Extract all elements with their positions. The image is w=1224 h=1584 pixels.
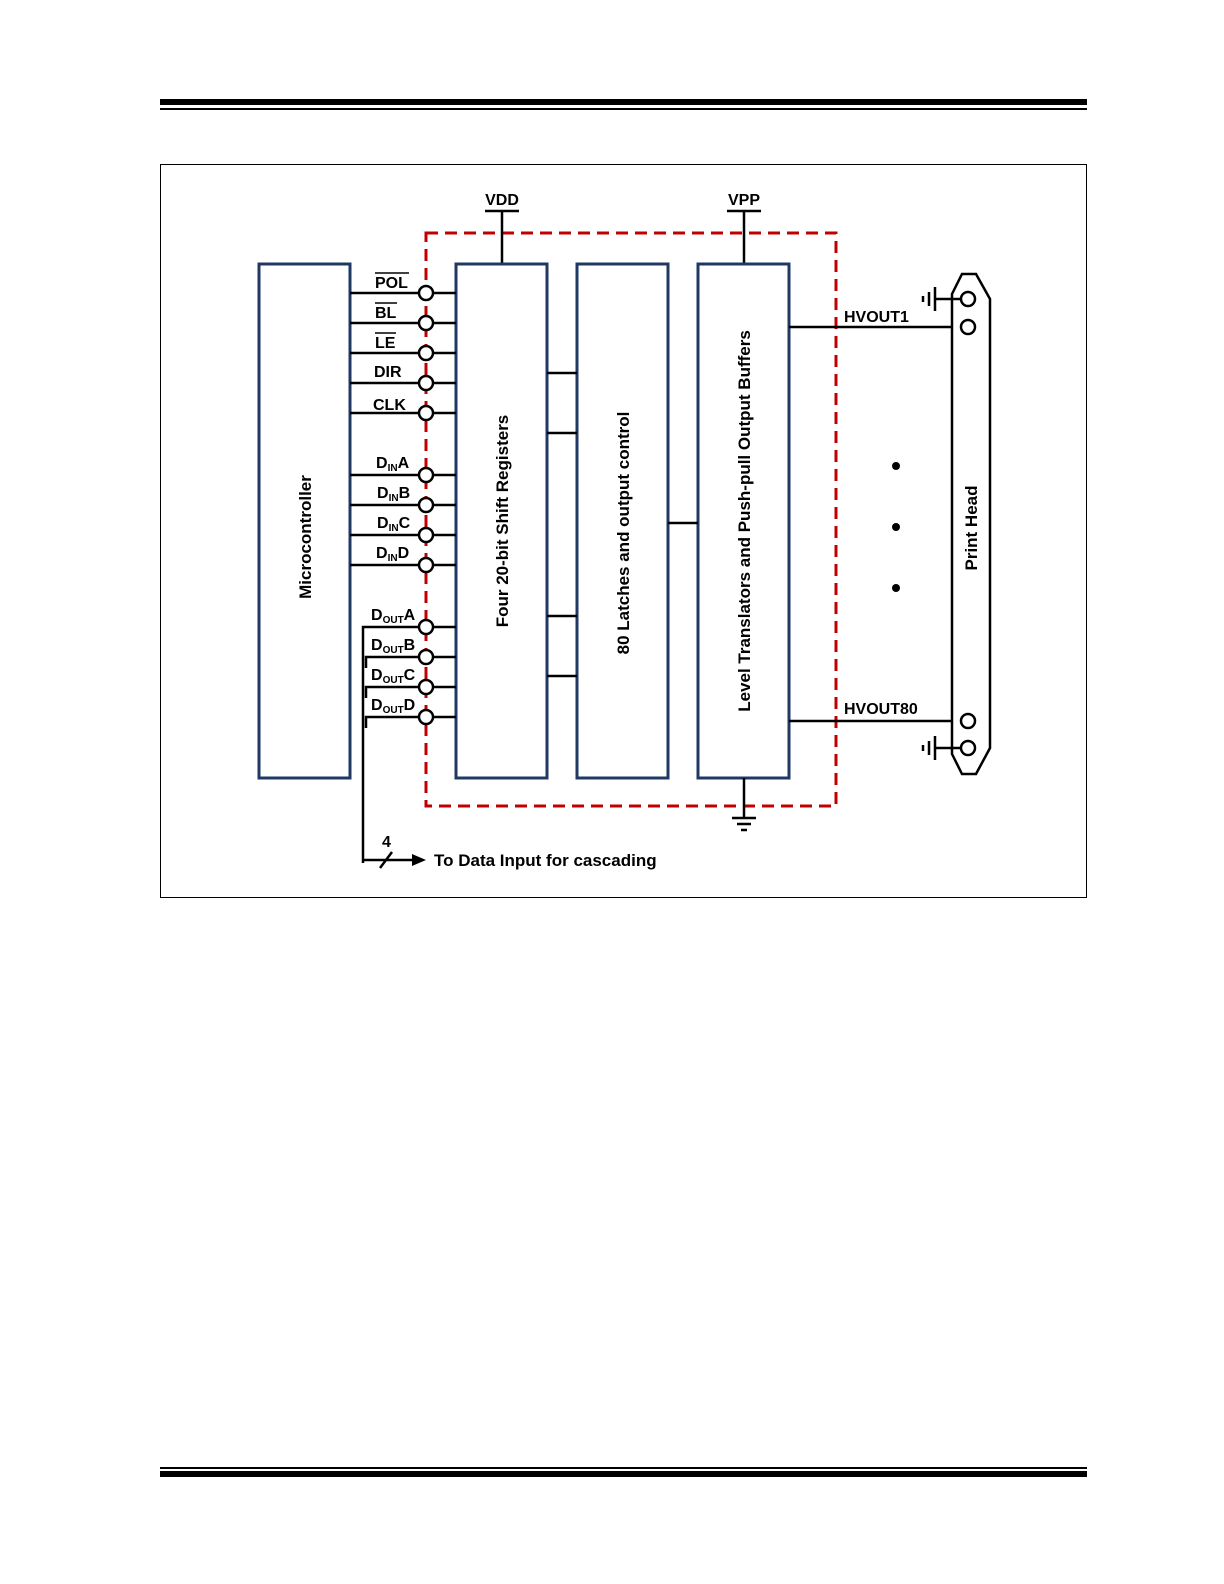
dind-label: DIND [376,545,409,564]
arrow-right-icon [412,854,426,866]
print-head-pin-1 [959,318,977,336]
vdd-label: VDD [485,192,519,209]
bl-label: BL [375,305,397,322]
pol-pin [417,284,435,302]
latches-block [575,262,670,780]
dina-label: DINA [376,455,410,474]
print-head-ground-pin [959,290,977,308]
douta-wire [361,625,456,863]
header-rule-thick [160,99,1087,105]
buffers-label: Level Translators and Push-pull Output B… [735,330,754,712]
ellipsis-dot [892,462,900,470]
dinc-pin [417,526,435,544]
microcontroller-label: Microcontroller [296,475,315,599]
doutb-pin [417,648,435,666]
control-signals: POL BL LE DIR CLK [350,272,456,422]
hvout1-label: HVOUT1 [844,309,909,326]
footer-rule-thick [160,1471,1087,1477]
buffers-block [696,262,791,780]
dir-pin [417,374,435,392]
cascade-label: To Data Input for cascading [434,851,657,870]
bus-slash [379,851,393,869]
microcontroller-block [257,262,352,780]
footer-rule-thin [160,1467,1087,1469]
shift-registers-block [454,262,549,780]
print-head-body [950,272,992,776]
header-rule-thin [160,108,1087,110]
bl-pin [417,314,435,332]
shift-registers-label: Four 20-bit Shift Registers [493,415,512,628]
print-head-ground-pin [959,739,977,757]
douta-label: DOUTA [371,607,416,626]
doutc-pin [417,678,435,696]
doutd-label: DOUTD [371,697,415,716]
clk-label: CLK [373,397,406,414]
data-outputs: DOUTA DOUTB DOUTC DOUTD 4 To Data Input … [361,607,657,870]
print-head-label: Print Head [962,485,981,570]
data-inputs: DINA DINB DINC DIND [350,455,456,574]
pol-label: POL [375,275,408,292]
bus-width-label: 4 [382,834,391,851]
ellipsis-dot [892,523,900,531]
chip-boundary [424,231,838,808]
dind-pin [417,556,435,574]
latches-label: 80 Latches and output control [614,412,633,655]
vpp-label: VPP [728,192,760,209]
ellipsis-dot [892,584,900,592]
doutb-label: DOUTB [371,637,415,656]
dinb-label: DINB [377,485,410,504]
dir-label: DIR [374,364,402,381]
doutd-wire [364,715,456,728]
print-head-pin-80 [959,712,977,730]
hvout80-label: HVOUT80 [844,701,918,718]
dinc-label: DINC [377,515,411,534]
doutc-label: DOUTC [371,667,416,686]
le-label: LE [375,335,396,352]
douta-pin [417,618,435,636]
figure-frame [160,164,1087,898]
clk-pin [417,404,435,422]
dinb-pin [417,496,435,514]
le-pin [417,344,435,362]
dina-pin [417,466,435,484]
doutd-pin [417,708,435,726]
